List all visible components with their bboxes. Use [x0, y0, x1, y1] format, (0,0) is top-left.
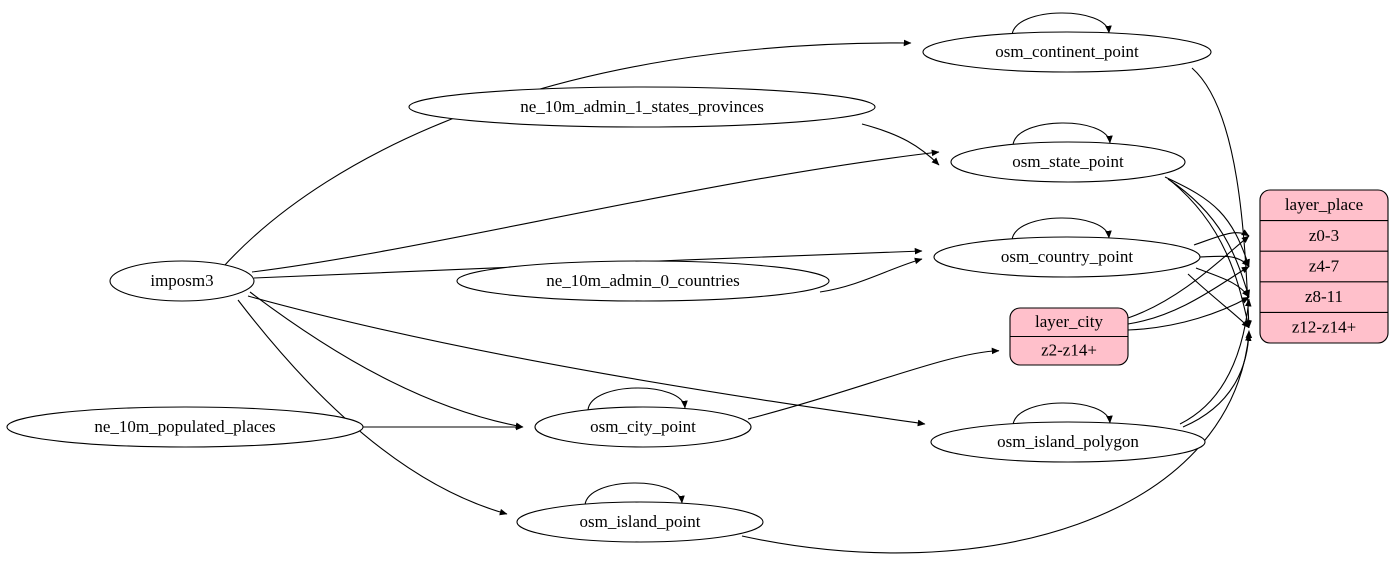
node-label: osm_city_point — [590, 417, 696, 436]
edge-imposm3-to-osm_city_point — [249, 291, 524, 429]
node-layer_city[interactable]: layer_city z2-z14+ — [1009, 307, 1129, 366]
node-label: ne_10m_populated_places — [94, 417, 275, 436]
node-osm_city_point[interactable]: osm_city_point — [534, 406, 752, 448]
layer_place-box — [1259, 189, 1389, 344]
layer_city-row-z2-z14+[interactable]: z2-z14+ — [1041, 341, 1097, 360]
source-node-ellipse — [6, 406, 364, 448]
table-node-ellipse — [922, 31, 1212, 73]
node-imposm3[interactable]: imposm3 — [109, 260, 255, 302]
edge-ne_10m_admin_0_countries-to-osm_country_point — [819, 257, 923, 293]
node-osm_continent_point[interactable]: osm_continent_point — [922, 31, 1212, 73]
node-label: osm_state_point — [1012, 152, 1124, 171]
edge-layer_city-to-layer_place-z8-11 — [1127, 296, 1250, 331]
node-layer_place[interactable]: layer_place z0-3 z4-7 z8-11 z12-z14+ — [1259, 189, 1389, 344]
self-loop-osm_country_point — [1011, 217, 1112, 241]
node-label: imposm3 — [150, 271, 213, 290]
edge-osm_city_point-to-layer_city-z2-z14 — [747, 347, 1000, 420]
edge-osm_island_polygon-to-layer_place-z8-11 — [1179, 298, 1252, 425]
edge-osm_state_point-to-layer_place-z12-z14 — [1170, 180, 1251, 329]
layer_place-header-label: layer_place — [1285, 195, 1363, 214]
layer_city-header-label: layer_city — [1035, 312, 1103, 331]
self-loop-osm_city_point — [587, 387, 688, 411]
node-label: ne_10m_admin_1_states_provinces — [520, 97, 764, 116]
edge-imposm3-to-osm_continent_point — [223, 39, 912, 267]
edge-osm_state_point-to-layer_place-z4-7 — [1164, 176, 1250, 267]
layer_place-row-z4-7[interactable]: z4-7 — [1309, 256, 1340, 275]
table-node-ellipse — [950, 141, 1186, 183]
node-osm_island_polygon[interactable]: osm_island_polygon — [930, 421, 1206, 463]
table-node-ellipse — [534, 406, 752, 448]
node-ne_admin0[interactable]: ne_10m_admin_0_countries — [456, 260, 830, 302]
node-label: osm_country_point — [1001, 247, 1133, 266]
self-loop-osm_island_polygon — [1012, 402, 1113, 426]
node-osm_country_point[interactable]: osm_country_point — [933, 236, 1201, 278]
node-ne_admin1[interactable]: ne_10m_admin_1_states_provinces — [408, 86, 876, 128]
table-node-ellipse — [930, 421, 1206, 463]
node-label: osm_continent_point — [995, 42, 1139, 61]
source-node-ellipse — [456, 260, 830, 302]
table-node-ellipse — [933, 236, 1201, 278]
node-label: osm_island_point — [580, 512, 701, 531]
edge-layer_city-to-layer_place-z0-3 — [1127, 235, 1250, 319]
node-label: ne_10m_admin_0_countries — [546, 271, 740, 290]
layer_place-row-z12-z14+[interactable]: z12-z14+ — [1292, 318, 1356, 337]
edge-osm_country_point-to-layer_place-z0-3 — [1193, 229, 1250, 246]
self-loop-osm_island_point — [584, 482, 685, 506]
source-node-ellipse — [109, 260, 255, 302]
node-osm_island_point[interactable]: osm_island_point — [516, 501, 764, 543]
edge-imposm3-to-osm_island_point — [237, 299, 508, 516]
node-ne_places[interactable]: ne_10m_populated_places — [6, 406, 364, 448]
self-loop-osm_continent_point — [1011, 12, 1112, 36]
edge-imposm3-to-osm_island_polygon — [247, 295, 926, 427]
edge-osm_country_point-to-layer_place-z12-z14 — [1187, 273, 1250, 329]
source-node-ellipse — [408, 86, 876, 128]
edge-osm_island_point-to-layer_place-z12-z14 — [741, 333, 1252, 554]
edge-osm_state_point-to-layer_place-z8-11 — [1167, 178, 1251, 298]
edge-osm_country_point-to-layer_place-z8-11 — [1195, 267, 1250, 298]
node-label: osm_island_polygon — [997, 432, 1139, 451]
edge-imposm3-to-osm_state_point — [251, 149, 940, 273]
table-node-ellipse — [516, 501, 764, 543]
layer_place-row-z0-3[interactable]: z0-3 — [1309, 226, 1339, 245]
edge-layer_city-to-layer_place-z4-7 — [1127, 266, 1250, 325]
nodes-layer: imposm3 ne_10m_admin_1_states_provincesne… — [6, 31, 1389, 543]
self-loop-osm_state_point — [1012, 122, 1113, 146]
edge-osm_country_point-to-layer_place-z4-7 — [1199, 255, 1250, 267]
edges-layer — [223, 12, 1253, 554]
layer_place-row-z8-11[interactable]: z8-11 — [1305, 287, 1343, 306]
node-osm_state_point[interactable]: osm_state_point — [950, 141, 1186, 183]
edge-ne_10m_admin_1_states_provinces-to-osm_state_point — [861, 123, 940, 166]
